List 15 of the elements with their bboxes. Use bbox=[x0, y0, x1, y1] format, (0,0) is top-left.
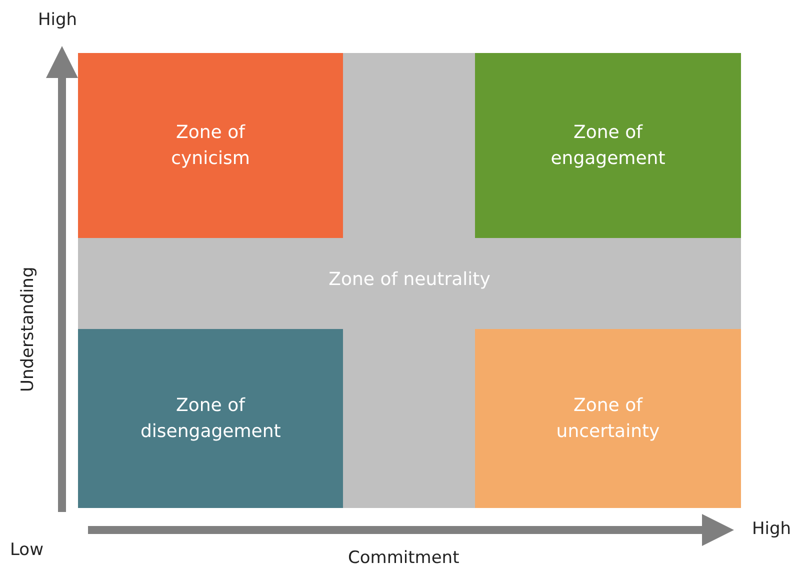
neutrality-zone bbox=[78, 53, 741, 508]
zone-label: Zone of disengagement bbox=[140, 394, 280, 444]
axis-title: Understanding bbox=[18, 266, 38, 392]
axis-end-label: High bbox=[752, 519, 792, 539]
axis-end-label: High bbox=[38, 10, 78, 30]
cynicism-zone bbox=[78, 53, 343, 238]
disengagement-zone bbox=[78, 329, 343, 508]
zone-label: Zone of uncertainty bbox=[555, 394, 661, 444]
axis-end-label: Low bbox=[10, 540, 44, 560]
zone-label: Zone of cynicism bbox=[170, 120, 251, 170]
zone-label: Zone of neutrality bbox=[328, 268, 490, 292]
axis-title: Commitment bbox=[348, 548, 460, 568]
zone-label: Zone of engagement bbox=[550, 120, 666, 170]
uncertainty-zone bbox=[475, 329, 741, 508]
engagement-zone bbox=[475, 53, 741, 238]
